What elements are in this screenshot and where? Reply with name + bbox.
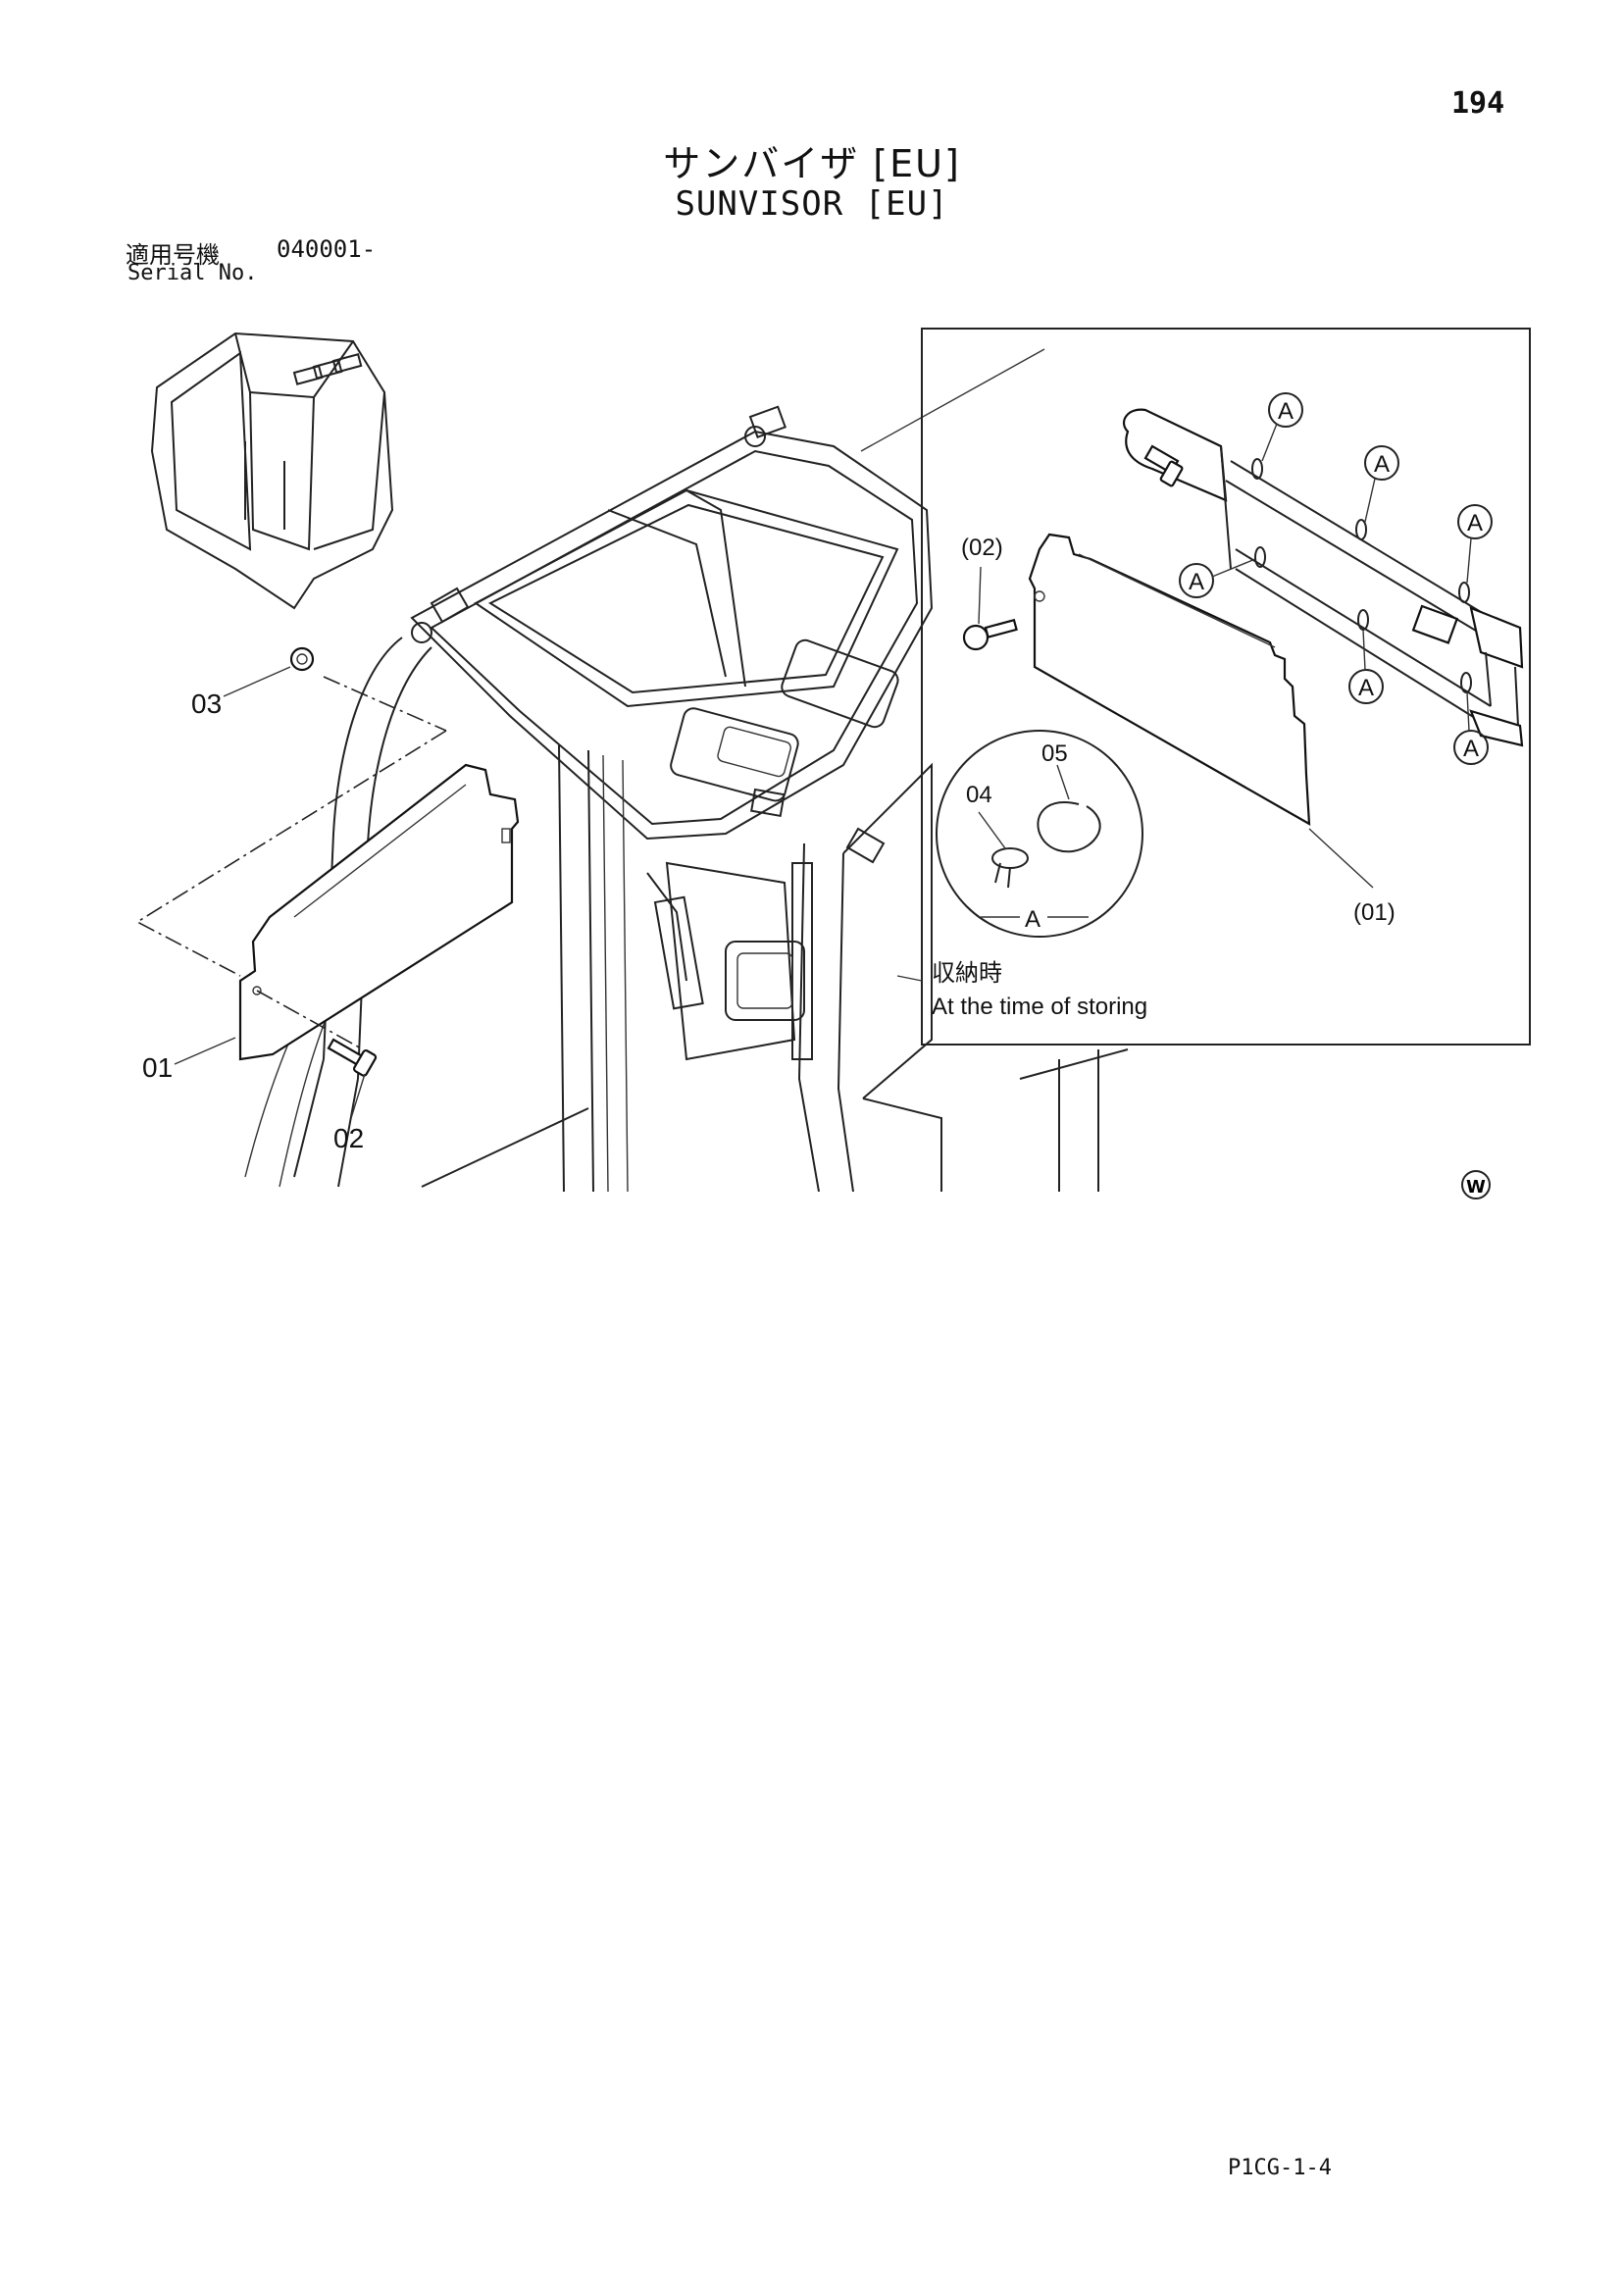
callout-03: 03 [191, 689, 222, 719]
footer-code: P1CG-1-4 [1228, 2156, 1332, 2180]
svg-text:A: A [1467, 510, 1483, 536]
cab-frame [244, 405, 1129, 1193]
svg-text:A: A [1278, 398, 1294, 425]
inset-bolt-02 [962, 618, 1018, 651]
marker-a-group: A A A A A A [1179, 392, 1493, 765]
svg-text:A: A [1358, 675, 1374, 701]
nut-03 [289, 646, 315, 672]
inset-caption-en: At the time of storing [932, 994, 1147, 1020]
detail-a-label: A [1025, 906, 1040, 933]
serial-label-jp: 適用号機 [126, 241, 220, 269]
svg-text:05: 05 [1041, 740, 1068, 767]
svg-text:A: A [1374, 451, 1390, 478]
page-number: 194 [1451, 86, 1505, 121]
inset-callout-02: (02) [961, 535, 1003, 561]
main-callouts: 03 01 02 [142, 666, 366, 1153]
bolt-02 [327, 1038, 378, 1077]
inset-callout-01: (01) [1353, 899, 1396, 926]
detail-a: 05 04 A [936, 730, 1143, 938]
sunvisor-main [135, 646, 520, 1077]
inset-caption-jp: 収納時 [932, 960, 1002, 987]
svg-text:04: 04 [966, 782, 992, 808]
callout-01: 01 [142, 1052, 173, 1083]
svg-text:A: A [1463, 736, 1479, 762]
svg-text:A: A [1189, 569, 1204, 595]
serial-value: 040001- [277, 235, 377, 263]
storage-inset: A A A A A A (02) [896, 328, 1531, 1046]
page-title-en: SUNVISOR [EU] [675, 184, 949, 224]
cab-thumbnail [150, 332, 394, 610]
svg-text:W: W [1466, 1177, 1486, 1198]
page-title-jp: サンバイザ [EU] [663, 142, 961, 185]
callout-02: 02 [333, 1123, 364, 1153]
circled-w-mark: W [1461, 1170, 1491, 1199]
serial-label-en: Serial No. [127, 261, 258, 285]
